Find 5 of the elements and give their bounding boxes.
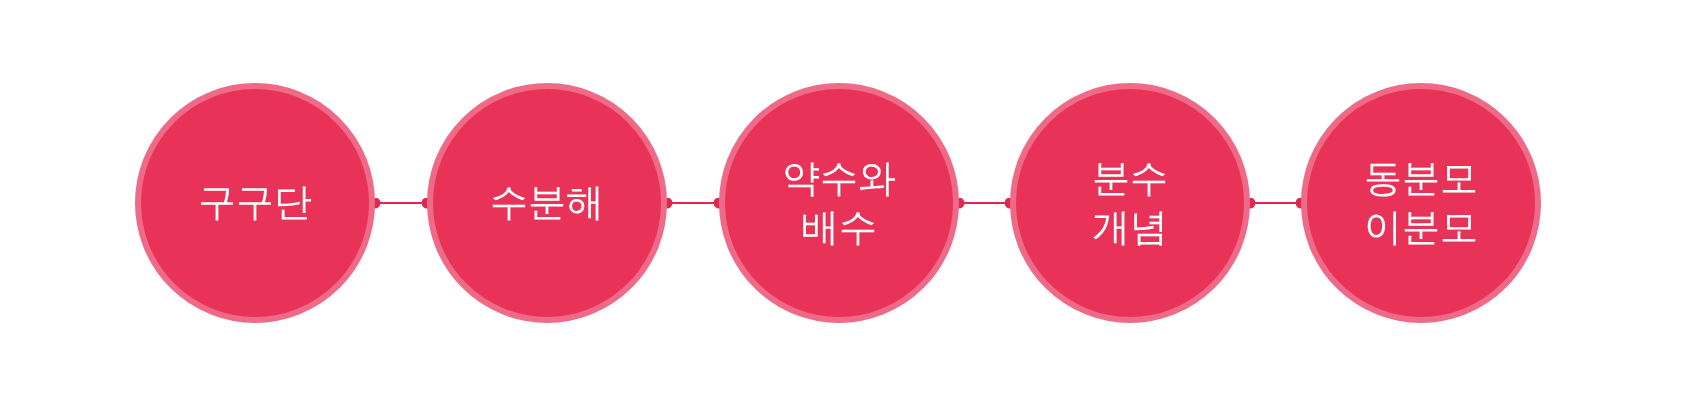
topic-label: 수분해: [489, 179, 605, 227]
topic-label: 분수 개념: [1091, 154, 1169, 251]
topic-label: 동분모 이분모: [1363, 154, 1479, 251]
topic-label: 약수와 배수: [781, 154, 897, 251]
topic-label: 구구단: [197, 179, 313, 227]
